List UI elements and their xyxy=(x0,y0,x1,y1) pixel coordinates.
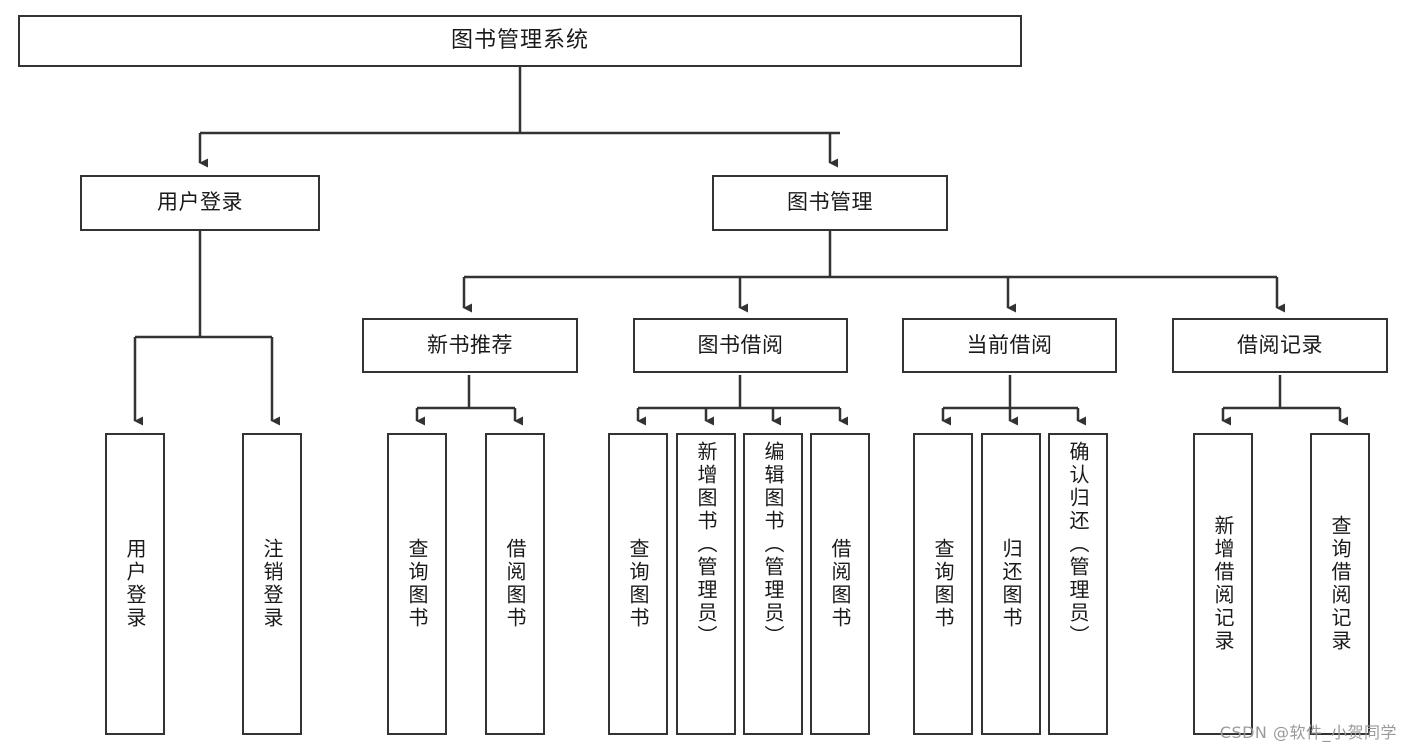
node-label: 新书推荐 xyxy=(427,332,513,357)
node-book-management[interactable]: 图书管理 xyxy=(712,175,948,231)
node-book-borrow[interactable]: 图书借阅 xyxy=(633,318,848,373)
watermark-text: CSDN @软件_小贺同学 xyxy=(1219,723,1397,742)
node-label: 归还图书 xyxy=(999,538,1023,630)
node-label: 新增图书（管理员） xyxy=(694,441,718,648)
node-user-login[interactable]: 用户登录 xyxy=(80,175,320,231)
node-label: 查询图书 xyxy=(405,538,429,630)
node-label: 查询图书 xyxy=(931,538,955,630)
leaf-borrow-book-recommend[interactable]: 借阅图书 xyxy=(485,433,545,735)
node-borrow-record[interactable]: 借阅记录 xyxy=(1172,318,1388,373)
node-label: 编辑图书（管理员） xyxy=(761,441,785,648)
node-root-book-management-system[interactable]: 图书管理系统 xyxy=(18,15,1022,67)
node-label: 借阅图书 xyxy=(828,538,852,630)
leaf-return-book[interactable]: 归还图书 xyxy=(981,433,1041,735)
leaf-query-book-borrow[interactable]: 查询图书 xyxy=(608,433,668,735)
node-label: 图书借阅 xyxy=(697,332,784,357)
node-label: 查询借阅记录 xyxy=(1328,515,1352,653)
leaf-add-book-admin[interactable]: 新增图书（管理员） xyxy=(676,433,736,735)
leaf-logout[interactable]: 注销登录 xyxy=(242,433,302,735)
node-label: 新增借阅记录 xyxy=(1211,515,1235,653)
leaf-query-book-current[interactable]: 查询图书 xyxy=(913,433,973,735)
node-label: 用户登录 xyxy=(123,538,147,630)
leaf-confirm-return-admin[interactable]: 确认归还（管理员） xyxy=(1048,433,1108,735)
node-label: 确认归还（管理员） xyxy=(1066,441,1090,648)
node-label: 查询图书 xyxy=(626,538,650,630)
node-label: 用户登录 xyxy=(157,190,243,215)
node-label: 当前借阅 xyxy=(966,332,1053,357)
leaf-borrow-book[interactable]: 借阅图书 xyxy=(810,433,870,735)
node-new-book-recommend[interactable]: 新书推荐 xyxy=(362,318,578,373)
node-label: 图书管理 xyxy=(787,190,873,215)
node-label: 借阅记录 xyxy=(1237,332,1323,357)
node-label: 注销登录 xyxy=(260,538,284,630)
node-label: 图书管理系统 xyxy=(450,27,589,53)
leaf-user-login[interactable]: 用户登录 xyxy=(105,433,165,735)
leaf-query-book-recommend[interactable]: 查询图书 xyxy=(387,433,447,735)
leaf-edit-book-admin[interactable]: 编辑图书（管理员） xyxy=(743,433,803,735)
node-label: 借阅图书 xyxy=(503,538,527,630)
node-current-borrow[interactable]: 当前借阅 xyxy=(902,318,1117,373)
leaf-add-borrow-record[interactable]: 新增借阅记录 xyxy=(1193,433,1253,735)
leaf-query-borrow-record[interactable]: 查询借阅记录 xyxy=(1310,433,1370,735)
